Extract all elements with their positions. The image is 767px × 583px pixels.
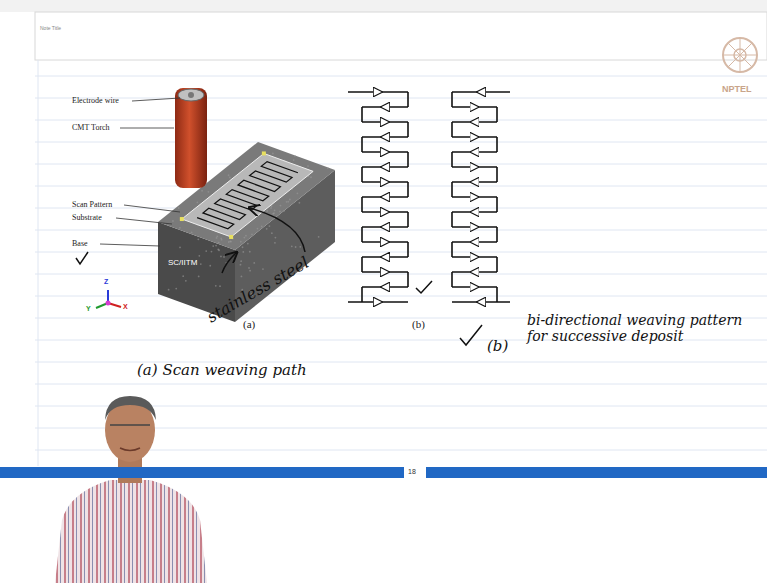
part-label: Electrode wire xyxy=(72,96,119,105)
axis-label: Z xyxy=(104,278,108,286)
axis-label: X xyxy=(123,303,128,311)
logo-text: NPTEL xyxy=(722,84,752,94)
part-label: Base xyxy=(72,239,88,248)
bottom-bar xyxy=(0,467,767,478)
nptel-logo xyxy=(723,38,757,72)
presenter xyxy=(55,396,207,583)
cmt-torch xyxy=(175,88,207,188)
top-band xyxy=(0,0,767,12)
handwritten-caption: bi-directional weaving pattern for succe… xyxy=(527,312,759,344)
axis-label: Y xyxy=(86,305,91,313)
part-label: Scan Pattern xyxy=(72,200,112,209)
leader-lines xyxy=(100,98,180,246)
title-box xyxy=(35,12,767,60)
handwritten-marks xyxy=(76,208,482,345)
weaving-patterns xyxy=(348,92,510,302)
handwritten-caption: (a) Scan weaving path xyxy=(137,362,307,379)
part-label: CMT Torch xyxy=(72,123,110,132)
figure-label: (a) xyxy=(243,318,255,331)
ruled-lines xyxy=(35,76,767,450)
handwritten-caption: (b) xyxy=(487,338,508,355)
axes-triad xyxy=(96,290,121,308)
block-mark: SC/IITM xyxy=(168,258,197,267)
page-gap xyxy=(404,467,426,478)
part-label: Substrate xyxy=(72,213,102,222)
margin-line xyxy=(38,60,39,466)
note-title: Note Title xyxy=(40,26,61,32)
page-number: 18 xyxy=(408,468,416,476)
figure-label: (b) xyxy=(412,318,425,331)
